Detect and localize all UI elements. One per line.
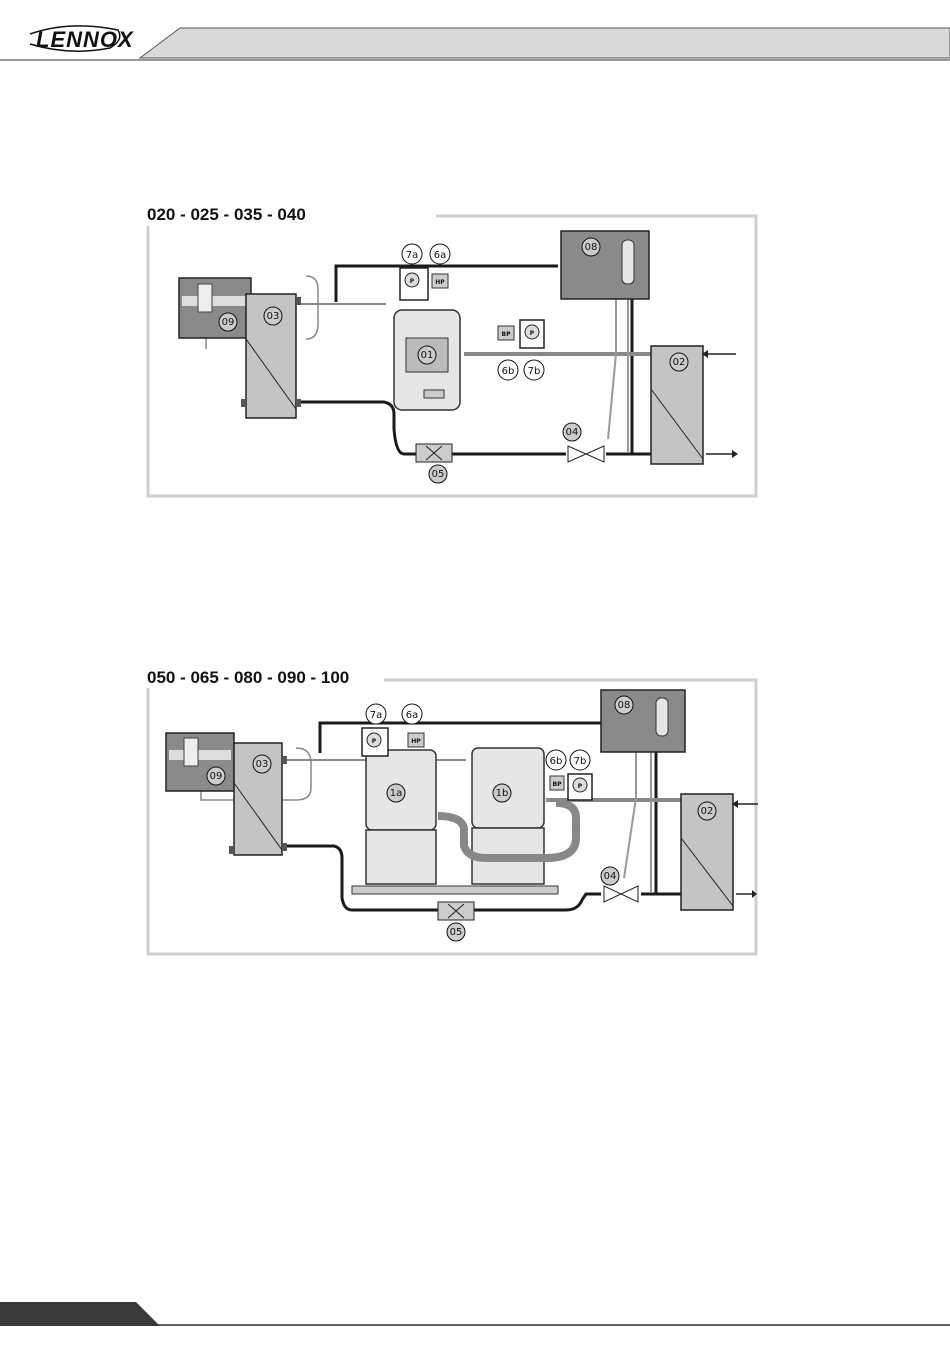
diagram-2: 09 03 1a 1b P HP 7a 6a BP P xyxy=(146,678,758,958)
label-03: 03 xyxy=(267,311,280,322)
label-7b: 7b xyxy=(574,756,587,767)
p-transducer-7a: P xyxy=(372,738,377,745)
header-band-graphic xyxy=(0,0,950,62)
p-transducer-7b: P xyxy=(530,330,535,337)
p-transducer-7a: P xyxy=(410,278,415,285)
label-05: 05 xyxy=(450,927,463,938)
label-02: 02 xyxy=(701,806,714,817)
bp-switch-badge: BP xyxy=(502,331,512,338)
label-03: 03 xyxy=(256,759,269,770)
label-01: 01 xyxy=(421,350,434,361)
page-header xyxy=(0,0,950,62)
label-7a: 7a xyxy=(370,710,383,721)
label-6b: 6b xyxy=(502,366,515,377)
label-04: 04 xyxy=(566,427,579,438)
bulb-box-08 xyxy=(601,690,685,752)
label-6a: 6a xyxy=(434,250,447,261)
label-7a: 7a xyxy=(406,250,419,261)
page-footer xyxy=(0,1300,950,1344)
label-1b: 1b xyxy=(496,788,509,799)
brand-logo: LENNOX xyxy=(36,27,134,53)
bp-switch-badge: BP xyxy=(553,781,563,788)
p-transducer-7b: P xyxy=(578,783,583,790)
hp-switch-badge: HP xyxy=(411,738,421,745)
valve-box-09 xyxy=(179,278,251,338)
bulb-box-08 xyxy=(561,231,649,299)
label-08: 08 xyxy=(618,700,631,711)
label-1a: 1a xyxy=(390,788,403,799)
label-7b: 7b xyxy=(528,366,541,377)
label-05: 05 xyxy=(432,469,445,480)
label-6a: 6a xyxy=(406,710,419,721)
label-09: 09 xyxy=(222,317,235,328)
label-6b: 6b xyxy=(550,756,563,767)
hp-switch-badge: HP xyxy=(435,279,445,286)
label-09: 09 xyxy=(210,771,223,782)
diagram-1: 09 03 01 P HP 7a 6a BP P 6b 7b xyxy=(146,214,758,498)
label-02: 02 xyxy=(673,357,686,368)
label-04: 04 xyxy=(604,871,617,882)
valve-box-09 xyxy=(166,733,234,791)
label-08: 08 xyxy=(585,242,598,253)
